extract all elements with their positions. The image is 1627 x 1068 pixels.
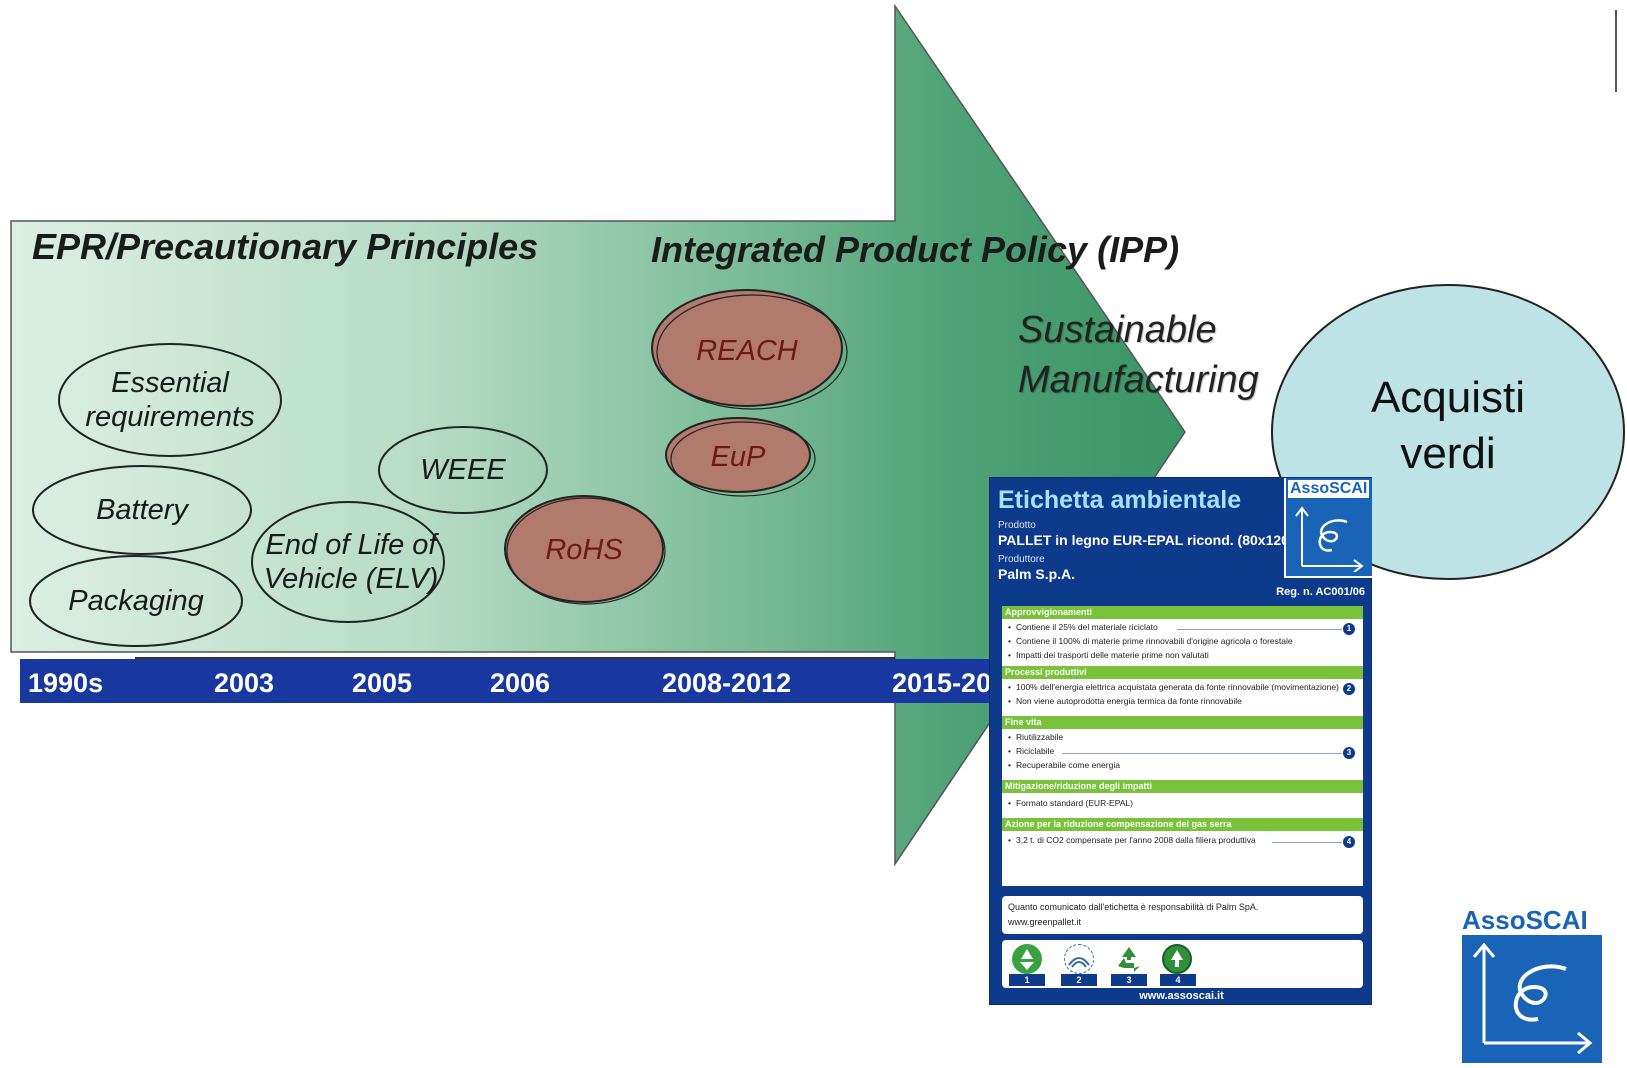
icon-number: 2 (1061, 974, 1097, 986)
oval-eup (665, 417, 811, 493)
icon-number: 1 (1009, 974, 1045, 986)
oval-weee (378, 426, 548, 514)
oval-battery (32, 465, 252, 555)
recycle-arrows-icon (1114, 944, 1144, 974)
section-item: Impatti dei trasporti delle materie prim… (1008, 650, 1209, 660)
section-item: Riciclabile (1008, 746, 1054, 756)
label-rohs: RoHS (545, 534, 623, 566)
oval-rohs (504, 495, 664, 603)
section-item: 3,2 t. di CO2 compensate per l'anno 2008… (1008, 835, 1256, 845)
section-item: Non viene autoprodotta energia termica d… (1008, 696, 1242, 706)
section-item: Formato standard (EUR-EPAL) (1008, 798, 1133, 808)
produttore-caption: Produttore (998, 554, 1045, 565)
environmental-label-card: Etichetta ambientale Prodotto PALLET in … (989, 477, 1372, 1005)
certification-icons: 1 2 3 4 (1002, 940, 1363, 988)
icon-number: 4 (1160, 974, 1196, 986)
section-number: 4 (1343, 836, 1355, 848)
label-weee: WEEE (420, 454, 506, 486)
label-sections: Approvvigionamenti Contiene il 25% del m… (1002, 606, 1363, 886)
oval-reach (651, 289, 843, 407)
section-item: 100% dell'energia elettrica acquistata g… (1008, 682, 1339, 692)
header-ipp: Integrated Product Policy (IPP) (651, 229, 1180, 270)
assoscai-corner-logo: AssoSCAI (1462, 905, 1602, 1063)
sustainable-line2: Manufacturing (1018, 359, 1259, 401)
responsibility-text: Quanto comunicato dall'etichetta è respo… (1008, 902, 1259, 912)
spiral-chart-icon (1472, 942, 1593, 1055)
section-item: Contiene il 100% di materie prime rinnov… (1008, 636, 1293, 646)
section-item: Riutilizzabile (1008, 732, 1063, 742)
produttore-value: Palm S.p.A. (998, 566, 1076, 582)
oval-essential-requirements (58, 343, 282, 457)
section-number: 1 (1343, 623, 1355, 635)
year-2003: 2003 (214, 668, 275, 698)
corner-logo-box (1462, 935, 1602, 1063)
corner-logo-brand: AssoSCAI (1462, 905, 1588, 935)
assoscai-label-logo: AssoSCAI (1284, 478, 1372, 578)
acquisti-line1: Acquisti (1370, 373, 1526, 422)
section-heading-mitigazione: Mitigazione/riduzione degli impatti (1002, 780, 1363, 793)
year-2006: 2006 (490, 668, 551, 698)
label-battery: Battery (96, 494, 188, 526)
timeline-bar (20, 659, 1000, 703)
year-1990s: 1990s (28, 668, 104, 698)
section-number: 2 (1343, 683, 1355, 695)
section-heading-fine-vita: Fine vita (1002, 716, 1363, 729)
registration-number: Reg. n. AC001/06 (1276, 586, 1365, 598)
sustainable-line1: Sustainable (1018, 309, 1217, 351)
section-number: 3 (1343, 747, 1355, 759)
section-heading-approvvigionamenti: Approvvigionamenti (1002, 606, 1363, 619)
acquisti-verdi-text: Acquisti verdi (1268, 370, 1627, 482)
year-2008-2012: 2008-2012 (662, 668, 792, 698)
label-eup: EuP (710, 441, 766, 473)
icon-number: 3 (1111, 974, 1147, 986)
prodotto-value: PALLET in legno EUR-EPAL ricond. (80x120… (998, 532, 1294, 548)
label-packaging: Packaging (68, 585, 204, 617)
section-heading-processi: Processi produttivi (1002, 666, 1363, 679)
prodotto-caption: Prodotto (998, 520, 1036, 531)
assoscai-url: www.assoscai.it (1139, 990, 1224, 1002)
header-epr: EPR/Precautionary Principles (32, 226, 539, 267)
label-logo-brand: AssoSCAI (1288, 480, 1370, 498)
greenpallet-website: www.greenpallet.it (1008, 917, 1082, 927)
responsibility-note: Quanto comunicato dall'etichetta è respo… (1002, 896, 1363, 934)
oval-packaging (29, 555, 243, 647)
section-item: Recuperabile come energia (1008, 760, 1120, 770)
label-elv: End of Life of Vehicle (ELV) (263, 529, 439, 595)
tree-seal-icon (1162, 944, 1192, 974)
forest-stamp-icon (1064, 944, 1094, 974)
acquisti-line2: verdi (1400, 429, 1496, 478)
label-title: Etichetta ambientale (998, 486, 1242, 514)
label-reach: REACH (696, 335, 798, 367)
label-essential-requirements: Essential requirements (85, 367, 255, 433)
spiral-chart-icon (1295, 506, 1364, 572)
year-2015: 2015-20 (892, 668, 992, 698)
oval-elv (251, 501, 445, 623)
year-2005: 2005 (352, 668, 413, 698)
section-heading-gas-serra: Azione per la riduzione compensazione de… (1002, 818, 1363, 831)
section-item: Contiene il 25% del materiale riciclato (1008, 622, 1158, 632)
recycle-25-icon (1012, 944, 1042, 974)
